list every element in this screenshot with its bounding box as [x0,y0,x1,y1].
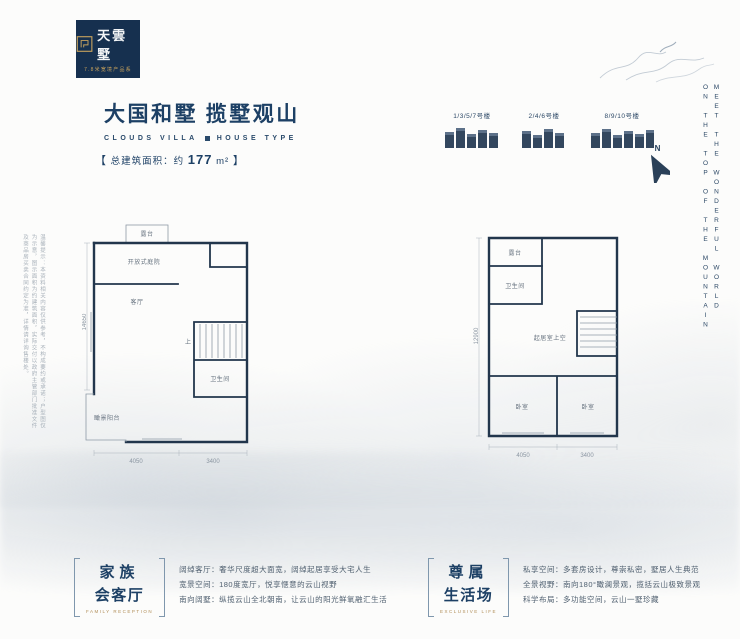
room-label-bath: 卫生间 [210,375,230,383]
bracket-left-icon [74,558,80,617]
room-label-void: 起居室上空 [534,334,567,342]
room-label-terrace: 露台 [508,249,521,257]
room-label-stair-up: 上 [185,338,192,346]
room-label-living: 客厅 [130,298,143,306]
room-label-bed1: 卧室 [515,403,528,411]
floor-plan-right: 露台 卫生间 起居室上空 卧室 卧室 4050 3400 12900 [474,236,619,459]
dim-height: 14650 [82,313,88,330]
bracket-right-icon [503,558,510,617]
footer-life-lines: 私享空间：多套房设计，尊崇私密，墅居人生典范 全景视野：南向180°瞰澜景观，揽… [523,556,701,607]
bracket-right-icon [159,558,166,617]
brand-name: 天雲墅 [97,28,128,62]
building-label-1: 1/3/5/7号楼 [453,113,491,120]
room-label-bed2: 卧室 [581,403,594,411]
compass-north-label: N [654,144,662,153]
subtitle-right: HOUSE TYPE [216,135,297,142]
feature-line: 阔绰客厅：奢华尺度超大面宽，阔绰起居享受大宅人生 [179,565,372,574]
footer-family-block: 家族 会客厅 FAMILY RECEPTION 阔绰客厅：奢华尺度超大面宽，阔绰… [74,556,387,619]
feature-line: 全景视野：南向180°瞰澜景观，揽括云山极致景观 [523,580,701,589]
footer-label-line1: 家族 [99,565,140,581]
dim-height: 12900 [474,327,480,344]
room-label-bath: 卫生间 [505,282,525,290]
feature-line: 宽景空间：180度宽厅，悦享惬意的云山视野 [179,580,338,589]
brand-tagline: 7.8米宽境产品系 [84,67,132,73]
dim-width-2: 3400 [206,459,220,465]
logo-row: 天雲墅 [76,25,140,63]
mountain-sketch-icon [599,41,715,83]
footer-label-sub: FAMILY RECEPTION [86,609,154,614]
subtitle-left: CLOUDS VILLA [104,135,198,142]
footer-label-line1: 尊属 [448,565,489,581]
slogan-line-1: MEET THE WONDERFUL WORLD [713,84,720,312]
feature-line: 科学布局：多功能空间，云山一墅珍藏 [523,595,660,604]
total-area: 【 总建筑面积：约 177 m² 】 [95,152,300,168]
hero-heading: 大国和墅 揽墅观山 CLOUDS VILLA HOUSE TYPE 【 总建筑面… [95,98,300,168]
footer-label-line2: 生活场 [443,588,494,604]
building-label-2: 2/4/6号楼 [528,113,560,120]
footer-label-sub: EXCLUSIVE LIFE [440,609,498,614]
seal-icon [76,36,93,52]
compass: N [646,144,676,188]
north-arrow-icon [650,154,676,187]
slogan-line-2: ON THE TOP OF THE MOUNTAIN [702,84,709,331]
left-vertical-disclaimer: 温馨提示：本资料相关内容仅供参考，不构成要约或承诺；户型图仅为示意，图示面积为约… [22,234,45,429]
room-label-terrace: 露台 [140,230,153,238]
bracket-open: 【 [95,155,107,167]
right-vertical-slogan: MEET THE WONDERFUL WORLD ON THE TOP OF T… [700,84,722,414]
footer-life-block: 尊属 生活场 EXCLUSIVE LIFE 私享空间：多套房设计，尊崇私密，墅居… [428,556,701,619]
brand-logo: 天雲墅 7.8米宽境产品系 [76,20,140,78]
square-divider-icon [204,136,210,141]
bracket-left-icon [428,558,434,617]
building-cluster-2: 2/4/6号楼 [516,110,572,155]
building-label-3: 8/9/10号楼 [604,113,640,120]
footer-life-label: 尊属 生活场 EXCLUSIVE LIFE [428,556,510,619]
area-prefix: 总建筑面积：约 [110,156,185,167]
feature-line: 南向阔墅：纵揽云山全北朝南，让云山的阳光鲜氧融汇生活 [179,595,388,604]
area-unit: m² [216,156,230,167]
bracket-close: 】 [232,155,245,167]
building-cluster-1: 1/3/5/7号楼 [440,110,504,155]
footer-label-line2: 会客厅 [94,588,145,604]
floor-plan-left: 露台 瞰景阳台 开放式庭院 客厅 上 卫生间 4050 3400 14650 [82,224,249,465]
building-icon-2 [522,129,564,148]
room-label-balcony: 瞰景阳台 [94,414,120,422]
footer-family-label: 家族 会客厅 FAMILY RECEPTION [74,556,166,619]
room-label-courtyard: 开放式庭院 [128,258,161,266]
page-title: 大国和墅 揽墅观山 [104,102,300,126]
footer-family-lines: 阔绰客厅：奢华尺度超大面宽，阔绰起居享受大宅人生 宽景空间：180度宽厅，悦享惬… [179,556,387,607]
building-cluster-3: 8/9/10号楼 [586,110,658,155]
area-value: 177 [187,152,213,167]
page-subtitle: CLOUDS VILLA HOUSE TYPE [104,135,300,142]
dim-width-1: 4050 [129,459,143,465]
building-icon-1 [445,128,498,148]
dim-width-2: 3400 [580,453,594,459]
dim-width-1: 4050 [516,453,530,459]
building-icon-3 [591,129,654,148]
feature-line: 私享空间：多套房设计，尊崇私密，墅居人生典范 [523,565,700,574]
